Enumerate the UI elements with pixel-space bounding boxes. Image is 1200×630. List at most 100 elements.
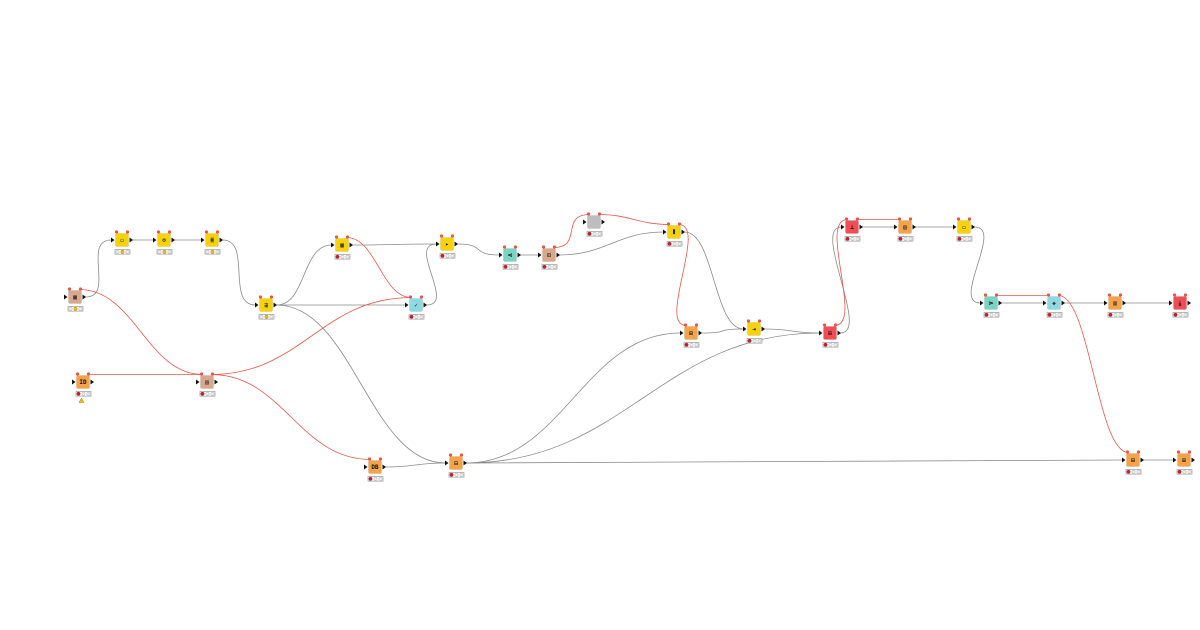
data-connection[interactable] <box>466 332 820 464</box>
input-port[interactable] <box>436 241 440 247</box>
workflow-node[interactable]: ⋖ <box>499 245 521 270</box>
workflow-node[interactable]: ▭ <box>111 230 134 255</box>
flow-variable-port[interactable] <box>956 217 961 221</box>
workflow-node[interactable]: ⊞ <box>819 323 842 348</box>
flow-variable-port[interactable] <box>450 234 455 238</box>
node-body[interactable] <box>68 290 82 304</box>
flow-variable-port[interactable] <box>67 287 72 291</box>
input-port[interactable] <box>663 229 667 235</box>
workflow-node[interactable]: ⊟ <box>445 453 467 478</box>
node-body[interactable] <box>157 233 171 247</box>
flow-variable-port[interactable] <box>1118 293 1123 297</box>
input-port[interactable] <box>1043 300 1047 306</box>
node-body[interactable] <box>1177 453 1191 467</box>
variable-connection[interactable] <box>598 214 670 225</box>
flow-variable-port[interactable] <box>1187 450 1192 454</box>
workflow-node[interactable]: ▸ <box>436 234 458 259</box>
node-body[interactable] <box>587 215 601 229</box>
workflow-node[interactable]: ⇥ <box>743 319 765 344</box>
output-port[interactable] <box>698 330 703 336</box>
variable-connection[interactable] <box>1058 295 1129 453</box>
node-body[interactable] <box>684 326 698 340</box>
workflow-node[interactable]: ▦ <box>64 287 86 312</box>
data-connection[interactable] <box>276 244 332 306</box>
workflow-node[interactable]: ⊞ <box>1122 450 1145 475</box>
flow-variable-port[interactable] <box>666 222 671 226</box>
workflow-node[interactable]: ▥ <box>1104 293 1127 318</box>
input-port[interactable] <box>1173 457 1177 463</box>
flow-variable-port[interactable] <box>683 323 688 327</box>
node-body[interactable] <box>1173 296 1187 310</box>
flow-variable-port[interactable] <box>75 372 80 376</box>
workflow-node[interactable]: ▤ <box>196 372 218 397</box>
flow-variable-port[interactable] <box>897 217 902 221</box>
input-port[interactable] <box>819 330 823 336</box>
input-port[interactable] <box>111 237 115 243</box>
node-body[interactable] <box>449 456 463 470</box>
data-connection[interactable] <box>276 304 446 464</box>
flow-variable-port[interactable] <box>419 295 424 299</box>
input-port[interactable] <box>841 224 845 230</box>
output-port[interactable] <box>219 237 224 243</box>
flow-variable-port[interactable] <box>215 230 220 234</box>
output-port[interactable] <box>998 300 1003 306</box>
input-port[interactable] <box>499 252 503 258</box>
workflow-node[interactable]: ID <box>72 372 94 403</box>
output-port[interactable] <box>1061 300 1066 306</box>
data-connection[interactable] <box>466 459 1123 464</box>
flow-variable-port[interactable] <box>513 245 518 249</box>
input-port[interactable] <box>405 302 409 308</box>
node-body[interactable] <box>440 237 454 251</box>
flow-variable-port[interactable] <box>502 245 507 249</box>
node-body[interactable] <box>747 322 761 336</box>
flow-variable-port[interactable] <box>448 453 453 457</box>
workflow-node[interactable]: ⚙ <box>153 230 175 255</box>
input-port[interactable] <box>894 224 898 230</box>
flow-variable-port[interactable] <box>345 235 350 239</box>
flow-variable-port[interactable] <box>199 372 204 376</box>
data-connection[interactable] <box>352 243 437 246</box>
workflow-node[interactable]: ◈ <box>1043 293 1066 318</box>
output-port[interactable] <box>423 302 428 308</box>
workflow-node[interactable]: ≣ <box>201 230 224 255</box>
input-port[interactable] <box>583 219 587 225</box>
data-connection[interactable] <box>764 328 820 334</box>
flow-variable-port[interactable] <box>586 212 591 216</box>
node-body[interactable] <box>957 220 971 234</box>
data-connection[interactable] <box>426 243 437 306</box>
workflow-node[interactable]: ⋗ <box>980 293 1003 318</box>
output-port[interactable] <box>601 219 606 225</box>
input-port[interactable] <box>331 242 335 248</box>
node-body[interactable] <box>667 225 681 239</box>
flow-variable-port[interactable] <box>597 212 602 216</box>
data-connection[interactable] <box>559 231 664 256</box>
input-port[interactable] <box>153 237 157 243</box>
input-port[interactable] <box>1122 457 1126 463</box>
variable-connection[interactable] <box>211 297 412 375</box>
variable-connection[interactable] <box>346 237 412 298</box>
output-port[interactable] <box>859 224 864 230</box>
flow-variable-port[interactable] <box>114 230 119 234</box>
flow-variable-port[interactable] <box>694 323 699 327</box>
workflow-node[interactable]: ⊥ <box>841 217 864 242</box>
flow-variable-port[interactable] <box>204 230 209 234</box>
output-port[interactable] <box>1122 300 1127 306</box>
input-port[interactable] <box>1104 300 1108 306</box>
output-port[interactable] <box>837 330 842 336</box>
flow-variable-port[interactable] <box>78 287 83 291</box>
flow-variable-port[interactable] <box>439 234 444 238</box>
flow-variable-port[interactable] <box>844 217 849 221</box>
data-connection[interactable] <box>85 239 112 298</box>
flow-variable-port[interactable] <box>541 245 546 249</box>
output-port[interactable] <box>1140 457 1145 463</box>
workflow-node[interactable]: ⫴ <box>663 222 685 247</box>
output-port[interactable] <box>129 237 134 243</box>
node-body[interactable] <box>503 248 517 262</box>
input-port[interactable] <box>64 294 68 300</box>
flow-variable-port[interactable] <box>367 457 372 461</box>
input-port[interactable] <box>255 302 259 308</box>
workflow-node[interactable]: ▭ <box>953 217 975 242</box>
workflow-node[interactable]: ✓ <box>405 295 428 320</box>
node-body[interactable] <box>409 298 423 312</box>
